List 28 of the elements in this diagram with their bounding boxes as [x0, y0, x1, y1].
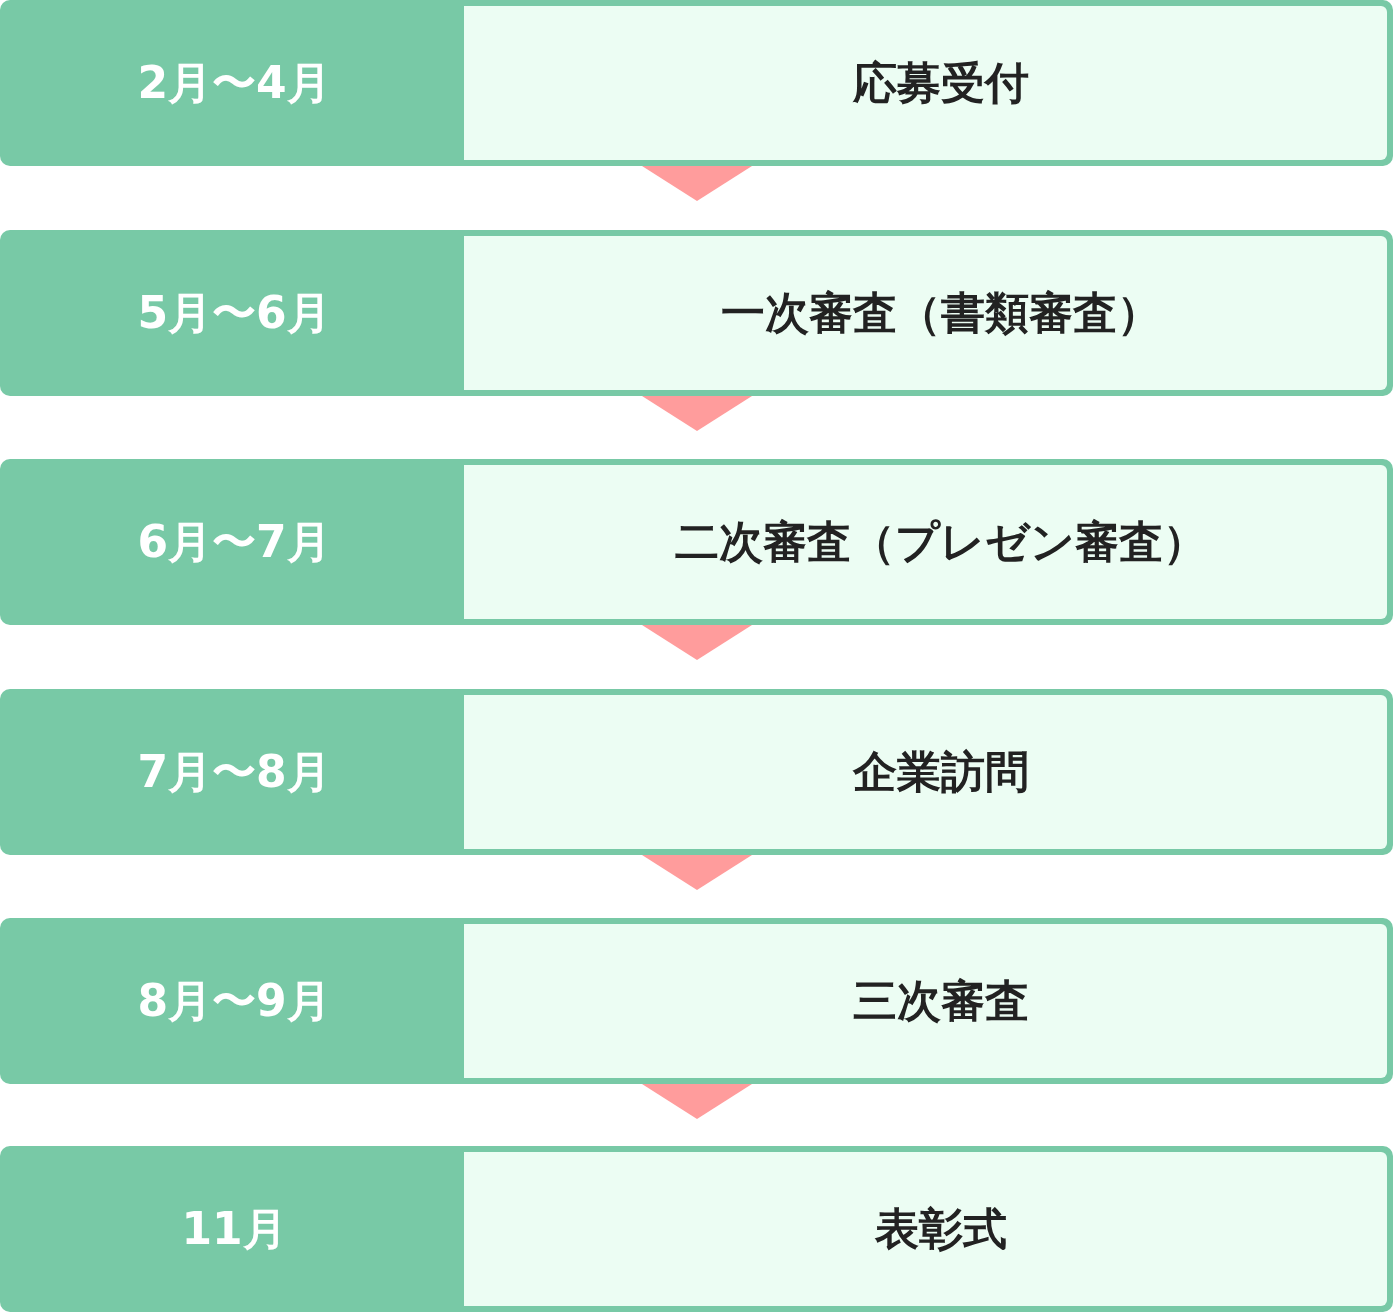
step-row — [0, 230, 1393, 396]
step-title: 一次審査（書類審査） — [720, 287, 1161, 339]
step-row — [0, 689, 1393, 855]
step-row — [0, 1146, 1393, 1312]
step-row — [0, 0, 1393, 166]
date-label: 2月〜4月 — [137, 57, 331, 109]
chevron-arrow — [642, 855, 752, 890]
chevron-arrow — [642, 625, 752, 660]
step-title: 二次審査（プレゼン審査） — [674, 516, 1207, 568]
chevron-arrow — [642, 1084, 752, 1119]
step-title: 応募受付 — [852, 57, 1029, 109]
date-label: 6月〜7月 — [137, 516, 331, 568]
step-title: 企業訪問 — [852, 746, 1029, 798]
step-title: 表彰式 — [874, 1203, 1007, 1255]
date-label: 11月 — [181, 1203, 287, 1255]
step-panel — [464, 6, 1387, 160]
step-row — [0, 459, 1393, 625]
step-title: 三次審査 — [852, 975, 1029, 1027]
step-panel — [464, 465, 1387, 619]
date-label: 8月〜9月 — [137, 975, 331, 1027]
step-row — [0, 918, 1393, 1084]
chevron-arrow — [642, 396, 752, 431]
step-panel — [464, 1152, 1387, 1306]
date-label: 7月〜8月 — [137, 746, 331, 798]
step-panel — [464, 236, 1387, 390]
date-label: 5月〜6月 — [137, 287, 331, 339]
step-panel — [464, 695, 1387, 849]
step-panel — [464, 924, 1387, 1078]
